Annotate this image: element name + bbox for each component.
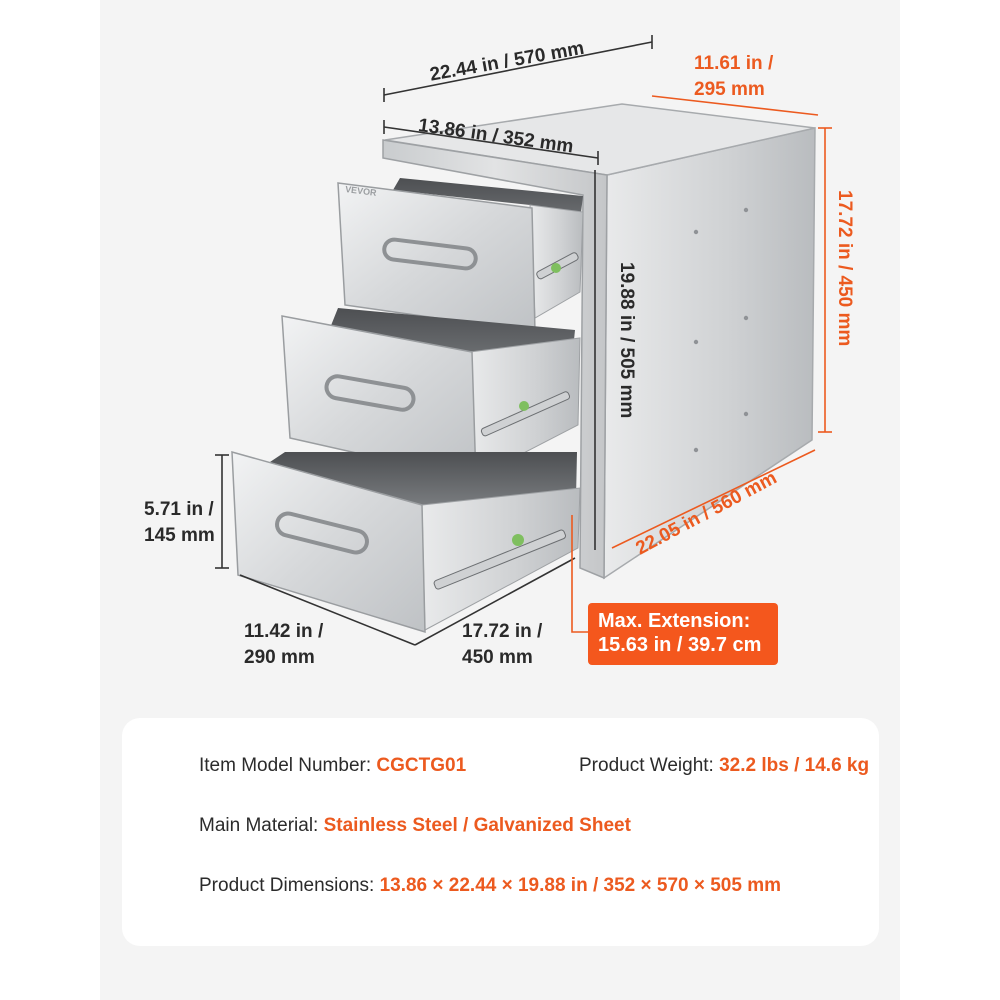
product-illustration: VEVOR 22.44 in / 570 mm 13.86 in / 352 m… bbox=[144, 35, 855, 668]
drawer-width-label-line2: 290 mm bbox=[244, 647, 315, 668]
drawer-1-slide-clip bbox=[551, 263, 561, 273]
front-height-label: 19.88 in / 505 mm bbox=[616, 262, 637, 419]
drawer-2-handle bbox=[324, 374, 416, 412]
drawer-2-slide-clip bbox=[519, 401, 529, 411]
spec-weight: Product Weight: 32.2 lbs / 14.6 kg bbox=[579, 755, 869, 777]
spec-dimensions-label: Product Dimensions: bbox=[199, 875, 380, 896]
spec-weight-label: Product Weight: bbox=[579, 755, 720, 776]
spec-material-value: Stainless Steel / Galvanized Sheet bbox=[323, 815, 631, 836]
dimension-lines-accent bbox=[571, 95, 832, 633]
max-extension-title: Max. Extension: bbox=[598, 610, 751, 632]
drawer-1-interior bbox=[393, 178, 583, 238]
spec-model-value: CGCTG01 bbox=[376, 755, 467, 776]
drawer-unit-drawing bbox=[215, 35, 832, 646]
spec-dimensions-value: 13.86 × 22.44 × 19.88 in / 352 × 570 × 5… bbox=[379, 875, 781, 896]
side-height-label: 17.72 in / 450 mm bbox=[834, 190, 855, 347]
spec-material: Main Material: Stainless Steel / Galvani… bbox=[199, 815, 631, 837]
drawer-1-handle bbox=[382, 237, 478, 271]
drawer-3-handle bbox=[275, 511, 369, 555]
max-extension-value: 15.63 in / 39.7 cm bbox=[598, 634, 762, 657]
drawer-3-front bbox=[231, 450, 426, 634]
drawer-3-slide-clip bbox=[512, 534, 524, 546]
drawer-depth-label-line1: 17.72 in / bbox=[462, 621, 543, 642]
drawer-depth-label-line2: 450 mm bbox=[462, 647, 533, 668]
cabinet-front-frame bbox=[382, 139, 608, 580]
drawer-3-slide bbox=[433, 529, 566, 590]
spec-dimensions: Product Dimensions: 13.86 × 22.44 × 19.8… bbox=[199, 875, 781, 897]
spec-card: Item Model Number: CGCTG01 Product Weigh… bbox=[122, 718, 879, 946]
drawer-height-label-line2: 145 mm bbox=[144, 525, 215, 546]
side-depth-label-line2: 295 mm bbox=[694, 79, 765, 100]
max-extension-callout: Max. Extension: 15.63 in / 39.7 cm bbox=[588, 603, 778, 665]
spec-model: Item Model Number: CGCTG01 bbox=[199, 755, 466, 777]
spec-weight-value: 32.2 lbs / 14.6 kg bbox=[719, 755, 870, 776]
spec-material-label: Main Material: bbox=[199, 815, 324, 836]
drawer-height-label-line1: 5.71 in / bbox=[144, 499, 214, 520]
drawer-width-label-line1: 11.42 in / bbox=[244, 621, 324, 642]
dimension-lines bbox=[215, 35, 653, 646]
side-depth-label-line1: 11.61 in / bbox=[694, 53, 774, 74]
side-screws bbox=[693, 207, 749, 453]
drawer-1-front bbox=[337, 182, 536, 333]
spec-model-label: Item Model Number: bbox=[199, 755, 377, 776]
drawer-3-interior bbox=[270, 452, 577, 508]
